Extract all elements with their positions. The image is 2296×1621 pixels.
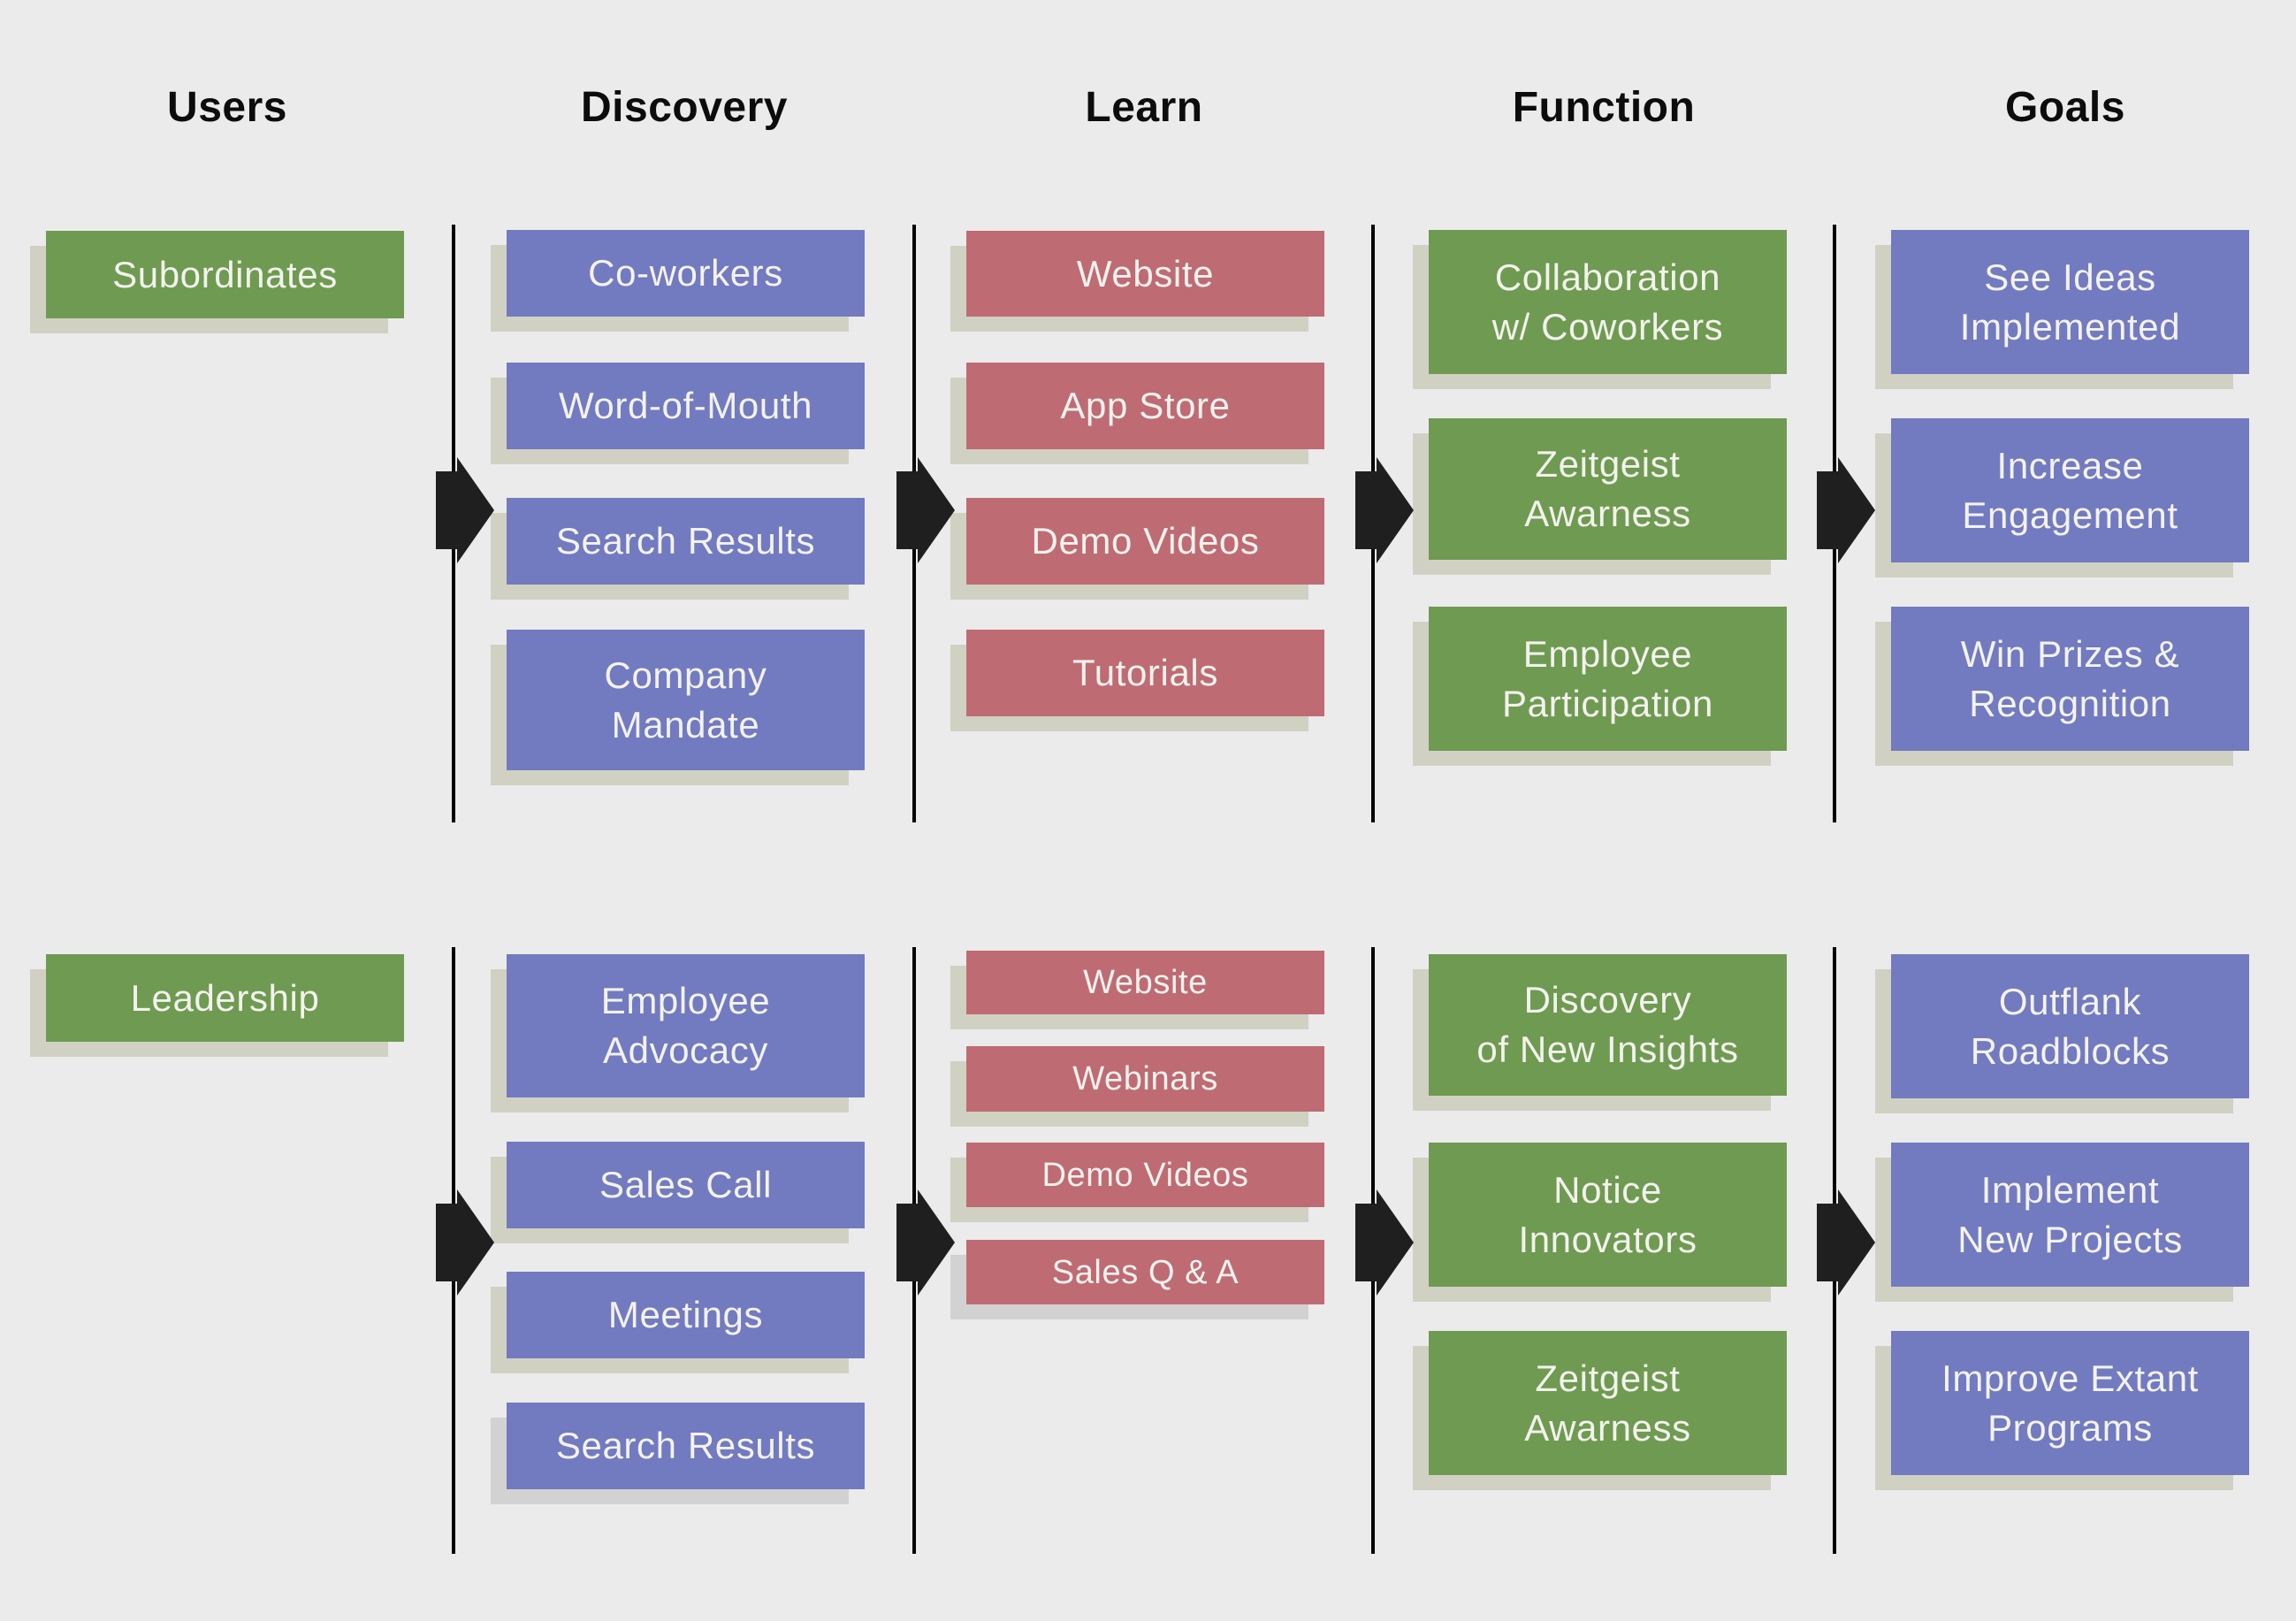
flow-arrow-icon	[896, 457, 955, 563]
box-tutorials: Tutorials	[966, 630, 1324, 716]
box-search-results-1: Search Results	[507, 498, 865, 585]
box-implement-new-projects: Implement New Projects	[1891, 1143, 2249, 1287]
box-search-results-2: Search Results	[507, 1403, 865, 1489]
flow-arrow-icon	[436, 457, 494, 563]
column-header-users: Users	[167, 84, 287, 131]
box-discovery-new-insights: Discovery of New Insights	[1429, 954, 1787, 1096]
flow-arrow-icon	[436, 1189, 494, 1296]
box-sales-q-a: Sales Q & A	[966, 1240, 1324, 1304]
box-employee-participation: Employee Participation	[1429, 607, 1787, 751]
box-demo-videos-1: Demo Videos	[966, 498, 1324, 585]
flow-arrow-icon	[1817, 457, 1875, 563]
flow-arrow-icon	[896, 1189, 955, 1296]
column-header-discovery: Discovery	[581, 84, 788, 131]
box-zeitgeist-awarness-2: Zeitgeist Awarness	[1429, 1331, 1787, 1475]
flow-arrow-icon	[1355, 457, 1414, 563]
box-word-of-mouth: Word-of-Mouth	[507, 363, 865, 449]
box-sales-call: Sales Call	[507, 1142, 865, 1228]
box-notice-innovators: Notice Innovators	[1429, 1143, 1787, 1287]
box-employee-advocacy: Employee Advocacy	[507, 954, 865, 1097]
box-leadership: Leadership	[46, 954, 404, 1042]
box-app-store: App Store	[966, 363, 1324, 449]
column-header-function: Function	[1512, 84, 1696, 131]
box-website-1: Website	[966, 231, 1324, 317]
box-zeitgeist-awarness-1: Zeitgeist Awarness	[1429, 418, 1787, 560]
column-header-goals: Goals	[2005, 84, 2125, 131]
box-co-workers: Co-workers	[507, 230, 865, 317]
box-improve-extant-programs: Improve Extant Programs	[1891, 1331, 2249, 1475]
box-subordinates: Subordinates	[46, 231, 404, 318]
box-see-ideas-implemented: See Ideas Implemented	[1891, 230, 2249, 374]
box-meetings: Meetings	[507, 1272, 865, 1358]
flow-arrow-icon	[1355, 1189, 1414, 1296]
flow-arrow-icon	[1817, 1189, 1875, 1296]
column-header-learn: Learn	[1085, 84, 1203, 131]
box-demo-videos-2: Demo Videos	[966, 1143, 1324, 1207]
box-collaboration-coworkers: Collaboration w/ Coworkers	[1429, 230, 1787, 374]
box-win-prizes-recognition: Win Prizes & Recognition	[1891, 607, 2249, 751]
box-company-mandate: Company Mandate	[507, 630, 865, 770]
box-website-2: Website	[966, 951, 1324, 1014]
box-outflank-roadblocks: Outflank Roadblocks	[1891, 954, 2249, 1098]
box-webinars: Webinars	[966, 1046, 1324, 1112]
box-increase-engagement: Increase Engagement	[1891, 418, 2249, 562]
